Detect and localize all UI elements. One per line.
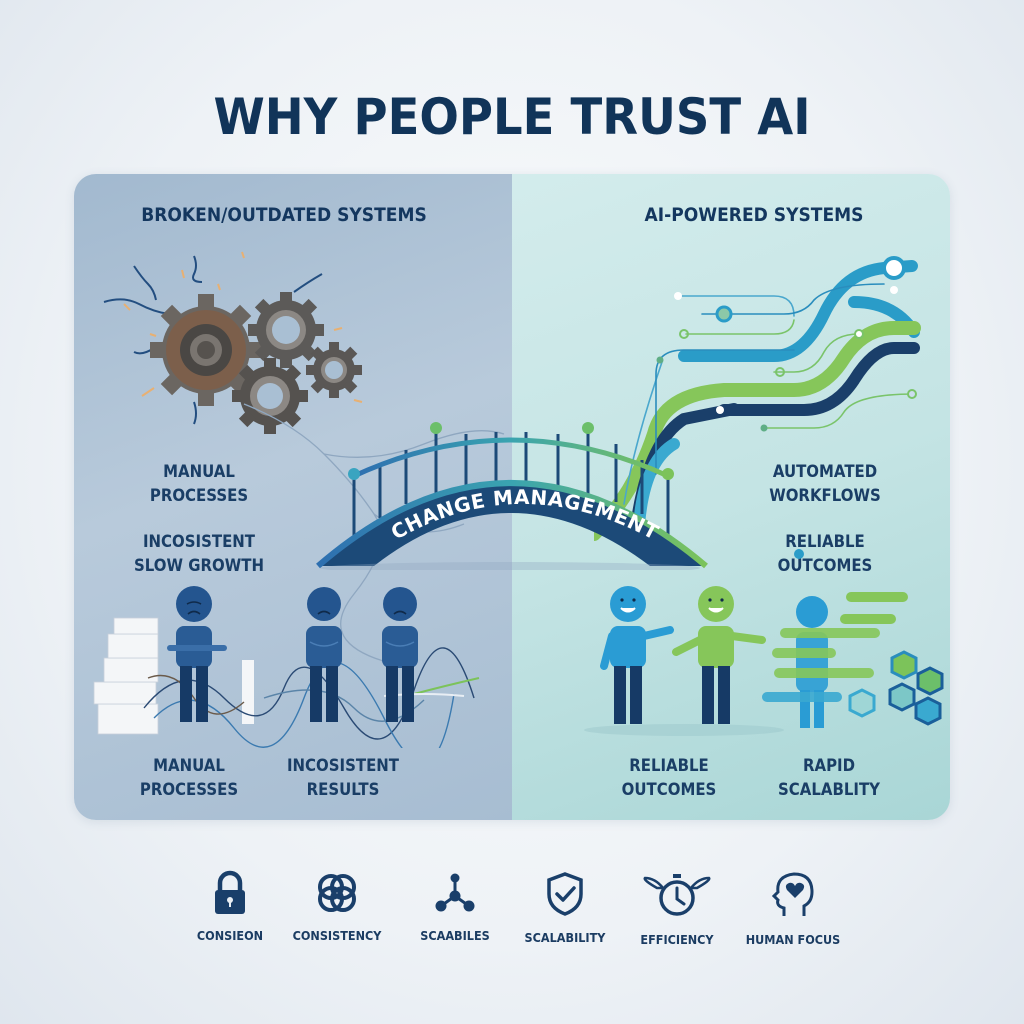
label-line: SLOW GROWTH <box>134 556 264 576</box>
label-line: PROCESSES <box>139 780 239 800</box>
interlocked-rings-icon <box>318 874 356 912</box>
right-mid-label-1: AUTOMATED WORKFLOWS <box>750 460 900 508</box>
hexagons <box>848 650 944 726</box>
lock-icon <box>215 870 245 914</box>
shield-check-icon <box>547 872 583 916</box>
left-mid-label-2: INCOSISTENT SLOW GROWTH <box>124 530 274 578</box>
ai-assistant-figure <box>796 596 828 728</box>
right-mid-label-2: RELIABLE OUTCOMES <box>750 530 900 578</box>
left-panel-heading: BROKEN/OUTDATED SYSTEMS <box>141 204 427 226</box>
label-line: RELIABLE <box>785 532 865 552</box>
icon-item-shield: SCALABILITY <box>510 870 620 945</box>
icon-label: HUMAN FOCUS <box>745 932 841 947</box>
label-line: INCOSISTENT <box>286 756 400 776</box>
left-bottom-label-1: MANUAL PROCESSES <box>114 754 264 802</box>
icon-item-human-focus: HUMAN FOCUS <box>738 870 848 947</box>
change-management-bridge: CHANGE MANAGEMENT <box>316 422 708 570</box>
icon-item-network: SCAABILES <box>400 870 510 943</box>
icon-item-stopwatch: EFFICIENCY <box>622 870 732 947</box>
happy-person-blue <box>600 586 674 724</box>
right-panel-heading: AI-POWERED SYSTEMS <box>644 204 864 226</box>
icon-item-lock: CONSIEON <box>175 870 285 943</box>
page-title: WHY PEOPLE TRUST AI <box>213 88 811 146</box>
head-heart-icon <box>771 872 814 916</box>
label-line: RELIABLE <box>629 756 709 776</box>
network-nodes-icon <box>435 873 475 912</box>
frustrated-person-2 <box>306 587 342 722</box>
frustrated-person-3 <box>382 587 418 722</box>
icon-item-consistency: CONSISTENCY <box>282 870 392 943</box>
frustrated-people-illustration <box>93 586 480 748</box>
icon-label: EFFICIENCY <box>640 932 714 947</box>
label-line: RESULTS <box>306 780 380 800</box>
label-line: PROCESSES <box>149 486 249 506</box>
frustrated-person-1 <box>167 586 227 722</box>
right-bottom-label-1: RELIABLE OUTCOMES <box>594 754 744 802</box>
label-line: SCALABLITY <box>778 780 880 800</box>
trust-factors-icon-row: CONSIEON CONSISTENCY SCAABILES SCALABILI… <box>190 870 850 960</box>
happy-people-illustration <box>584 586 944 736</box>
left-bottom-label-2: INCOSISTENT RESULTS <box>268 754 418 802</box>
label-line: OUTCOMES <box>777 556 873 576</box>
label-line: WORKFLOWS <box>769 486 881 506</box>
comparison-panel: BROKEN/OUTDATED SYSTEMS AI-POWERED SYSTE… <box>74 174 950 820</box>
winged-stopwatch-icon <box>643 874 711 916</box>
label-line: AUTOMATED <box>772 462 878 482</box>
label-line: MANUAL <box>163 462 235 482</box>
right-bottom-label-2: RAPID SCALABLITY <box>754 754 904 802</box>
icon-label: CONSIEON <box>196 928 264 943</box>
data-bars <box>762 592 908 702</box>
label-line: OUTCOMES <box>621 780 717 800</box>
label-line: INCOSISTENT <box>142 532 256 552</box>
happy-person-green <box>672 586 766 724</box>
label-line: RAPID <box>802 756 856 776</box>
rusty-gears-illustration <box>103 251 363 434</box>
icon-label: CONSISTENCY <box>292 928 382 943</box>
icon-label: SCALABILITY <box>524 930 606 945</box>
icon-label: SCAABILES <box>420 928 490 943</box>
left-mid-label-1: MANUAL PROCESSES <box>124 460 274 508</box>
label-line: MANUAL <box>153 756 225 776</box>
